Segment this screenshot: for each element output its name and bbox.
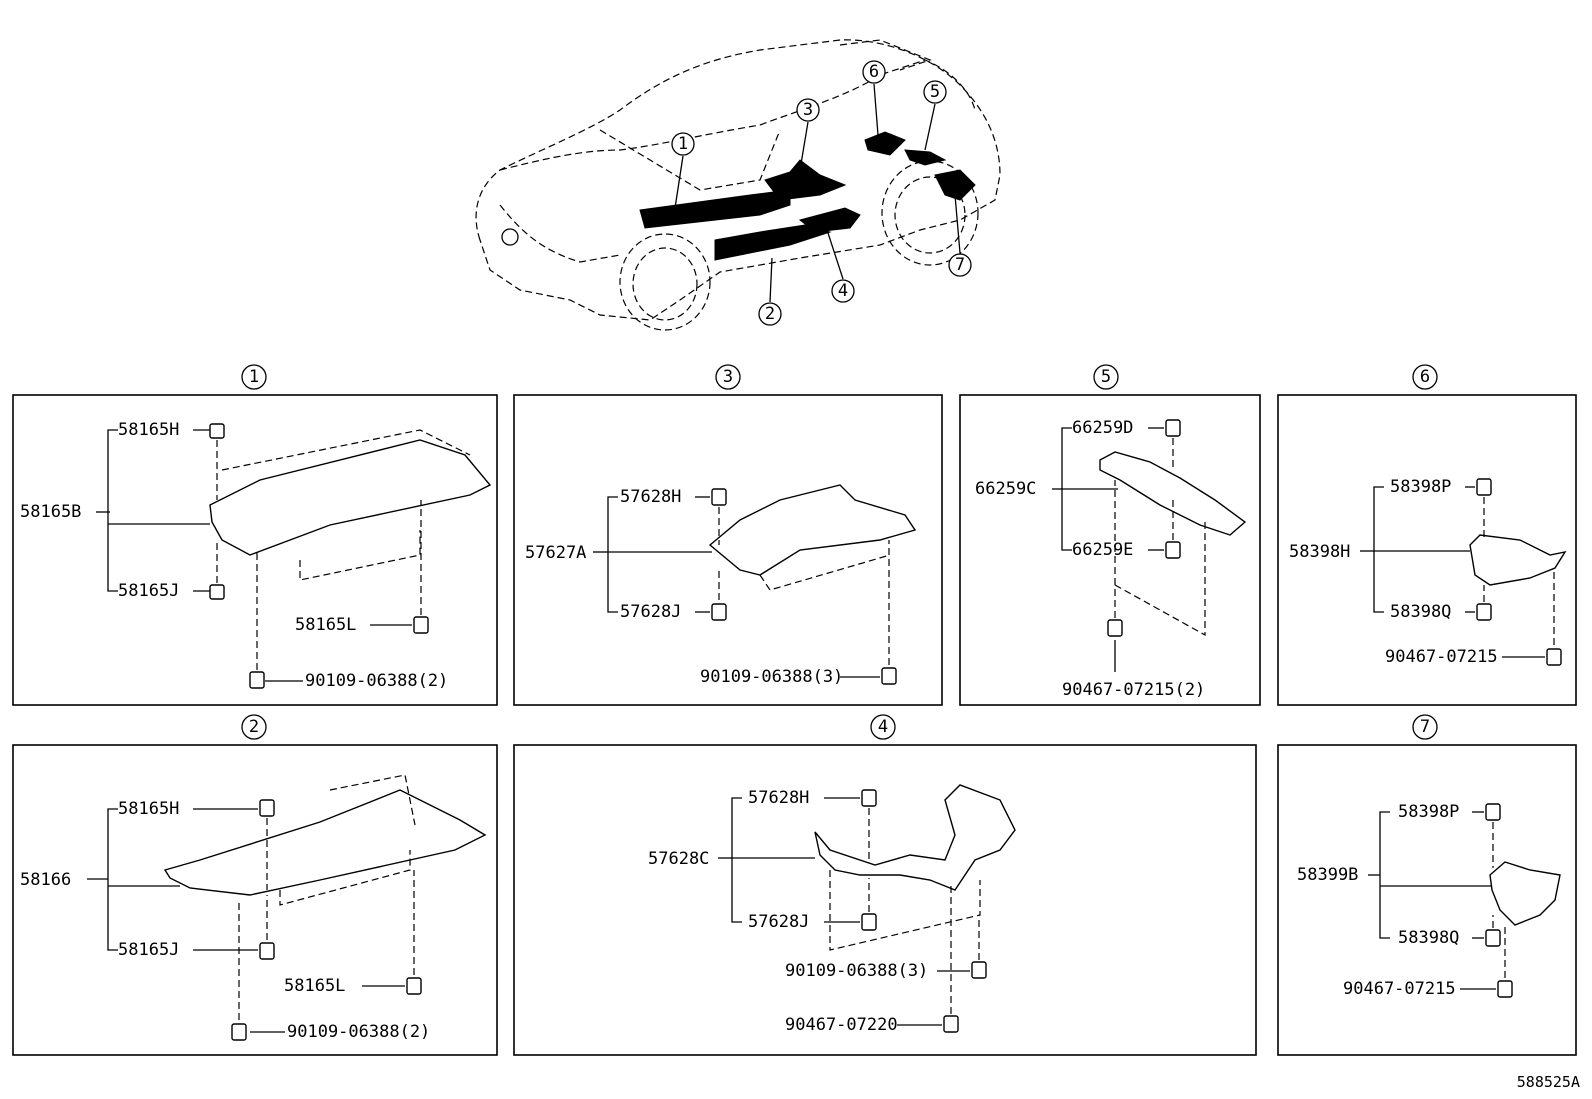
panel-2: 2 58166 58165H 58165J 58165L 90109-06388…: [12, 714, 498, 1056]
clip-icon: [259, 942, 275, 960]
clip-icon: [1485, 803, 1501, 821]
undercover-58166: [163, 789, 487, 896]
clip-icon: [1165, 541, 1181, 559]
panel-3: 3 57627A 57628H 57628J 90109-06388(3): [513, 364, 943, 706]
panel-5: 5 66259C 66259D 66259E 90467-07215(2): [959, 364, 1261, 706]
clip-icon: [943, 1015, 959, 1033]
panel-1: 1 58165B 58165H 58165J 58165L 90109-0638…: [12, 364, 498, 706]
p4-part-57628J: 57628J: [748, 912, 809, 932]
clip-icon: [1485, 929, 1501, 947]
p3-main-code: 57627A: [525, 543, 586, 563]
clip-icon: [1107, 619, 1123, 637]
callout-4: 4: [838, 281, 848, 301]
p4-part-57628H: 57628H: [748, 788, 809, 808]
p3-part-90109: 90109-06388(3): [700, 667, 843, 687]
diagram-id: 588525A: [1516, 1073, 1580, 1091]
panel-7: 7 58399B 58398P 58398Q 90467-07215: [1277, 714, 1577, 1056]
callout-6: 6: [869, 62, 879, 82]
panel-5-number: 5: [1101, 367, 1111, 387]
p1-part-90109: 90109-06388(2): [305, 671, 448, 691]
clip-icon: [711, 603, 727, 621]
overview-callouts: 1 2 3 4 5 6 7: [671, 60, 972, 326]
panel-4-number: 4: [878, 717, 888, 737]
p1-part-58165L: 58165L: [295, 615, 356, 635]
callout-2: 2: [765, 304, 775, 324]
panel-6: 6 58398H 58398P 58398Q 90467-07215: [1277, 364, 1577, 706]
p1-main-code: 58165B: [20, 502, 81, 522]
callout-7: 7: [955, 255, 965, 275]
bolt-icon: [231, 1023, 247, 1041]
clip-icon: [209, 584, 225, 600]
clip-icon: [861, 913, 877, 931]
p3-part-57628J: 57628J: [620, 602, 681, 622]
p6-part-90467: 90467-07215: [1385, 647, 1498, 667]
clip-icon: [259, 799, 275, 817]
p6-main-code: 58398H: [1289, 542, 1350, 562]
vehicle-overview: [475, 39, 1001, 331]
p2-main-code: 58166: [20, 870, 71, 890]
clip-icon: [1165, 419, 1181, 437]
p6-part-58398Q: 58398Q: [1390, 602, 1451, 622]
p4-part-90109: 90109-06388(3): [785, 961, 928, 981]
p4-main-code: 57628C: [648, 849, 709, 869]
p7-part-58398Q: 58398Q: [1398, 928, 1459, 948]
cover-58399B: [1489, 861, 1561, 926]
p1-part-58165H: 58165H: [118, 420, 179, 440]
bolt-icon: [249, 671, 265, 689]
p6-part-58398P: 58398P: [1390, 477, 1451, 497]
undercover-58165B: [209, 439, 492, 556]
callout-3: 3: [803, 100, 813, 120]
p2-part-90109: 90109-06388(2): [287, 1022, 430, 1042]
p4-part-90467: 90467-07220: [785, 1015, 898, 1035]
panel-7-number: 7: [1420, 717, 1430, 737]
p5-part-66259D: 66259D: [1072, 418, 1133, 438]
clip-icon: [209, 423, 225, 439]
panel-1-number: 1: [249, 367, 259, 387]
bolt-icon: [881, 667, 897, 685]
p7-main-code: 58399B: [1297, 865, 1358, 885]
p3-part-57628H: 57628H: [620, 487, 681, 507]
cover-57627A: [708, 484, 917, 576]
clip-icon: [1476, 603, 1492, 621]
p7-part-58398P: 58398P: [1398, 802, 1459, 822]
panel-4: 4 57628C 57628H 57628J 90109-06388(3) 90…: [513, 714, 1257, 1056]
clip-icon: [711, 488, 727, 506]
p2-part-58165L: 58165L: [284, 976, 345, 996]
p2-part-58165J: 58165J: [118, 940, 179, 960]
clip-icon: [1546, 648, 1562, 666]
clip-icon: [861, 789, 877, 807]
bolt-icon: [971, 961, 987, 979]
cover-57628C: [814, 784, 1016, 891]
cover-66259C: [1099, 451, 1247, 536]
callout-5: 5: [930, 82, 940, 102]
p2-part-58165H: 58165H: [118, 799, 179, 819]
clip-icon: [413, 616, 429, 634]
p5-part-66259E: 66259E: [1072, 540, 1133, 560]
cover-58398H: [1469, 534, 1567, 586]
clip-icon: [1497, 980, 1513, 998]
callout-1: 1: [678, 134, 688, 154]
clip-icon: [1476, 478, 1492, 496]
clip-icon: [406, 977, 422, 995]
panel-6-number: 6: [1420, 367, 1430, 387]
panel-2-number: 2: [249, 717, 259, 737]
p1-part-58165J: 58165J: [118, 581, 179, 601]
p7-part-90467: 90467-07215: [1343, 979, 1456, 999]
p5-main-code: 66259C: [975, 479, 1036, 499]
p5-part-90467: 90467-07215(2): [1062, 680, 1205, 700]
panel-3-number: 3: [723, 367, 733, 387]
